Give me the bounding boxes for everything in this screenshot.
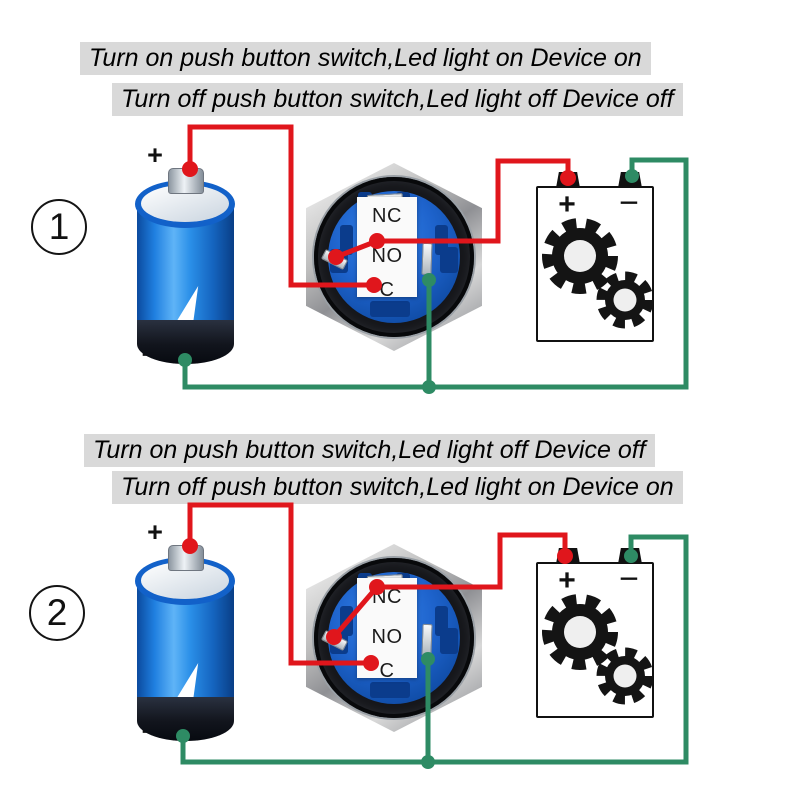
switch-label-plate: NC NO C — [357, 578, 417, 682]
terminal-label-nc: NC — [372, 205, 402, 227]
terminal-label-nc: NC — [372, 586, 402, 608]
battery-bottom-band — [137, 320, 234, 364]
step-number-2: 2 — [29, 585, 85, 641]
device-body: + − — [536, 560, 654, 718]
switch-slot — [440, 247, 458, 273]
device-body: + − — [536, 184, 654, 342]
terminal-label-no: NO — [371, 245, 403, 267]
battery: + − — [133, 517, 239, 753]
terminal-label-no: NO — [371, 626, 403, 648]
diagram2-caption-line1: Turn on push button switch,Led light off… — [84, 434, 655, 467]
push-button-switch: NC NO C — [306, 163, 482, 351]
diagram1-caption-line2: Turn off push button switch,Led light of… — [112, 83, 683, 116]
step-number-1: 1 — [31, 199, 87, 255]
battery-terminal-nub — [168, 168, 204, 194]
switch-label-plate: NC NO C — [357, 197, 417, 301]
battery: + − — [133, 140, 239, 376]
switch-lug-right-terminal — [421, 623, 433, 657]
gears-icon — [542, 594, 654, 705]
gears-icon — [542, 218, 654, 329]
switch-slot — [440, 628, 458, 654]
battery-plus-label: + — [147, 517, 163, 547]
battery-plus-label: + — [147, 140, 163, 170]
diagram1-caption-line1: Turn on push button switch,Led light on … — [80, 42, 651, 75]
battery-terminal-nub — [168, 545, 204, 571]
device-box: + − — [536, 546, 660, 724]
terminal-label-c: C — [379, 279, 395, 301]
switch-slot — [370, 301, 410, 317]
push-button-switch: NC NO C — [306, 544, 482, 732]
device-box: + − — [536, 170, 660, 348]
switch-lug-right-terminal — [421, 242, 433, 276]
terminal-label-c: C — [379, 660, 395, 682]
switch-slot — [370, 682, 410, 698]
diagram2-caption-line2: Turn off push button switch,Led light on… — [112, 471, 683, 504]
battery-bottom-band — [137, 697, 234, 741]
